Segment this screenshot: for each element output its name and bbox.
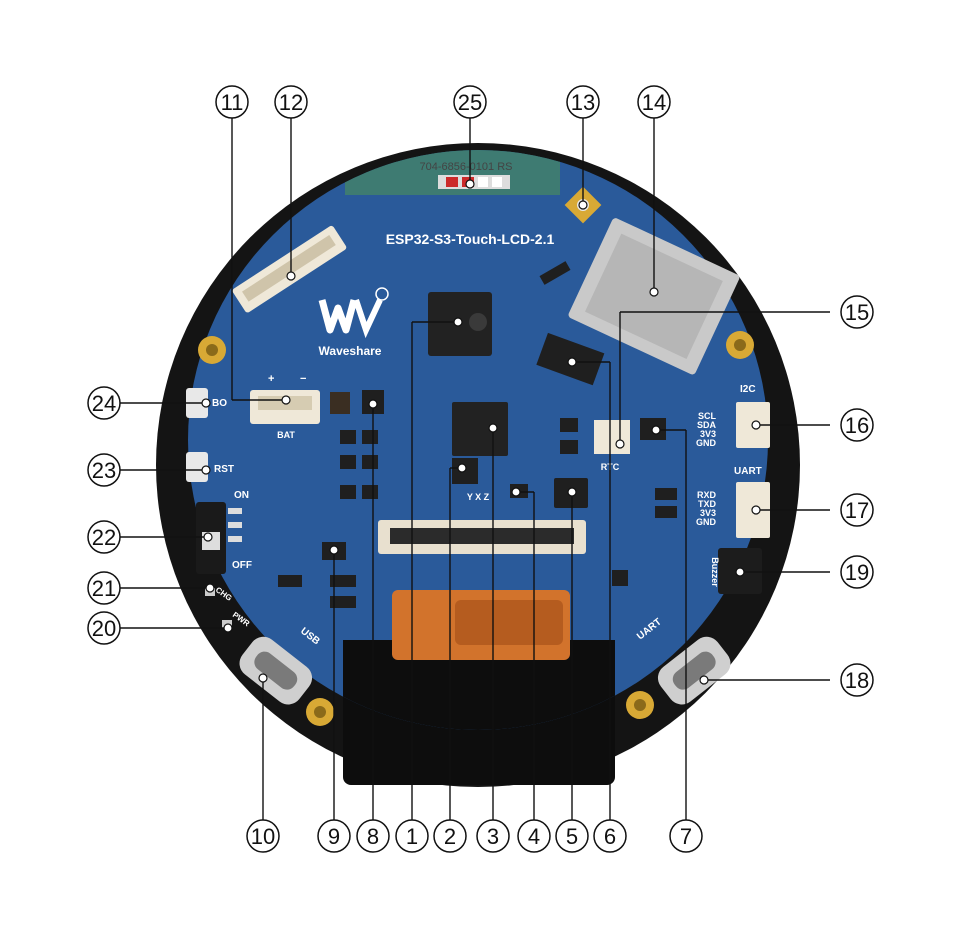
chip-logo-icon: [469, 313, 487, 331]
rst-label: RST: [214, 464, 234, 475]
uart-label: UART: [734, 466, 762, 477]
switch-pins: [228, 508, 242, 542]
callout-10: 10: [246, 819, 280, 853]
callout-12: 12: [274, 85, 308, 119]
i2c-pin: 3V3: [700, 429, 716, 439]
callout-9: 9: [317, 819, 351, 853]
uart-pin: GND: [696, 517, 717, 527]
callout-14: 14: [637, 85, 671, 119]
svg-text:2: 2: [444, 824, 456, 849]
callout-4: 4: [517, 819, 551, 853]
callout-5: 5: [555, 819, 589, 853]
callout-19: 19: [840, 555, 874, 589]
i2c-pin: SCL: [698, 411, 717, 421]
i2c-pin: GND: [696, 438, 717, 448]
rtc-connector: [594, 420, 630, 454]
svg-text:23: 23: [92, 458, 116, 483]
svg-text:16: 16: [845, 413, 869, 438]
callout-7: 7: [669, 819, 703, 853]
callouts: [120, 118, 830, 820]
imu-axes: Y X Z: [467, 492, 490, 502]
svg-text:24: 24: [92, 391, 116, 416]
svg-text:17: 17: [845, 498, 869, 523]
io-expander-chip: [452, 402, 508, 456]
callout-17: 17: [840, 493, 874, 527]
svg-text:8: 8: [367, 824, 379, 849]
svg-text:21: 21: [92, 576, 116, 601]
reset-button[interactable]: [186, 452, 208, 482]
callout-25: 25: [453, 85, 487, 119]
callout-dots: [201, 179, 761, 685]
svg-text:4: 4: [528, 824, 540, 849]
svg-text:19: 19: [845, 560, 869, 585]
on-label: ON: [234, 490, 249, 501]
svg-text:18: 18: [845, 668, 869, 693]
callout-20: 20: [87, 611, 121, 645]
buzzer-label: Buzzer: [710, 557, 720, 587]
mounting-holes: [198, 331, 754, 726]
callout-23: 23: [87, 453, 121, 487]
callout-1: 1: [395, 819, 429, 853]
uart-pin: TXD: [698, 499, 717, 509]
svg-text:9: 9: [328, 824, 340, 849]
callout-21: 21: [87, 571, 121, 605]
i2c-label: I2C: [740, 384, 756, 395]
waveshare-logo-icon: [318, 287, 389, 339]
svg-text:7: 7: [680, 824, 692, 849]
svg-text:15: 15: [845, 300, 869, 325]
bat-label: BAT: [277, 430, 295, 440]
small-components: [278, 261, 677, 608]
board-title: ESP32-S3-Touch-LCD-2.1: [386, 231, 555, 247]
uart-pin: 3V3: [700, 508, 716, 518]
svg-text:6: 6: [604, 824, 616, 849]
svg-text:3: 3: [487, 824, 499, 849]
bat-plus-label: +: [268, 373, 274, 385]
i2c-pin: SDA: [697, 420, 717, 430]
callout-6: 6: [593, 819, 627, 853]
callout-11: 11: [215, 85, 249, 119]
uart-usb-c-port: [657, 636, 731, 705]
svg-text:10: 10: [251, 824, 275, 849]
svg-text:14: 14: [642, 90, 666, 115]
svg-text:22: 22: [92, 525, 116, 550]
callout-3: 3: [476, 819, 510, 853]
callout-15: 15: [840, 295, 874, 329]
callout-24: 24: [87, 386, 121, 420]
callout-13: 13: [566, 85, 600, 119]
svg-text:20: 20: [92, 616, 116, 641]
brand-text: Waveshare: [319, 344, 382, 358]
usb-c-port: [239, 636, 313, 705]
off-label: OFF: [232, 560, 252, 571]
callout-22: 22: [87, 520, 121, 554]
svg-text:13: 13: [571, 90, 595, 115]
callout-8: 8: [356, 819, 390, 853]
boot-label: BO: [212, 398, 227, 409]
part-code: 704-6856-0101 RS: [420, 161, 513, 173]
uart-pin: RXD: [697, 490, 717, 500]
fpc-ribbon-fold: [455, 600, 563, 645]
svg-text:1: 1: [406, 824, 418, 849]
callout-16: 16: [840, 408, 874, 442]
svg-text:12: 12: [279, 90, 303, 115]
callout-badges: 1 2 3 4 5 6 7 8 9 10 11 12 13 14 15 16 1…: [87, 85, 874, 853]
fpc-connector-slot: [390, 528, 574, 544]
svg-text:11: 11: [221, 90, 244, 115]
bat-minus-label: −: [300, 373, 306, 385]
fpc-connector-12: [232, 225, 347, 313]
callout-2: 2: [433, 819, 467, 853]
callout-18: 18: [840, 663, 874, 697]
svg-text:25: 25: [458, 90, 482, 115]
svg-text:5: 5: [566, 824, 578, 849]
